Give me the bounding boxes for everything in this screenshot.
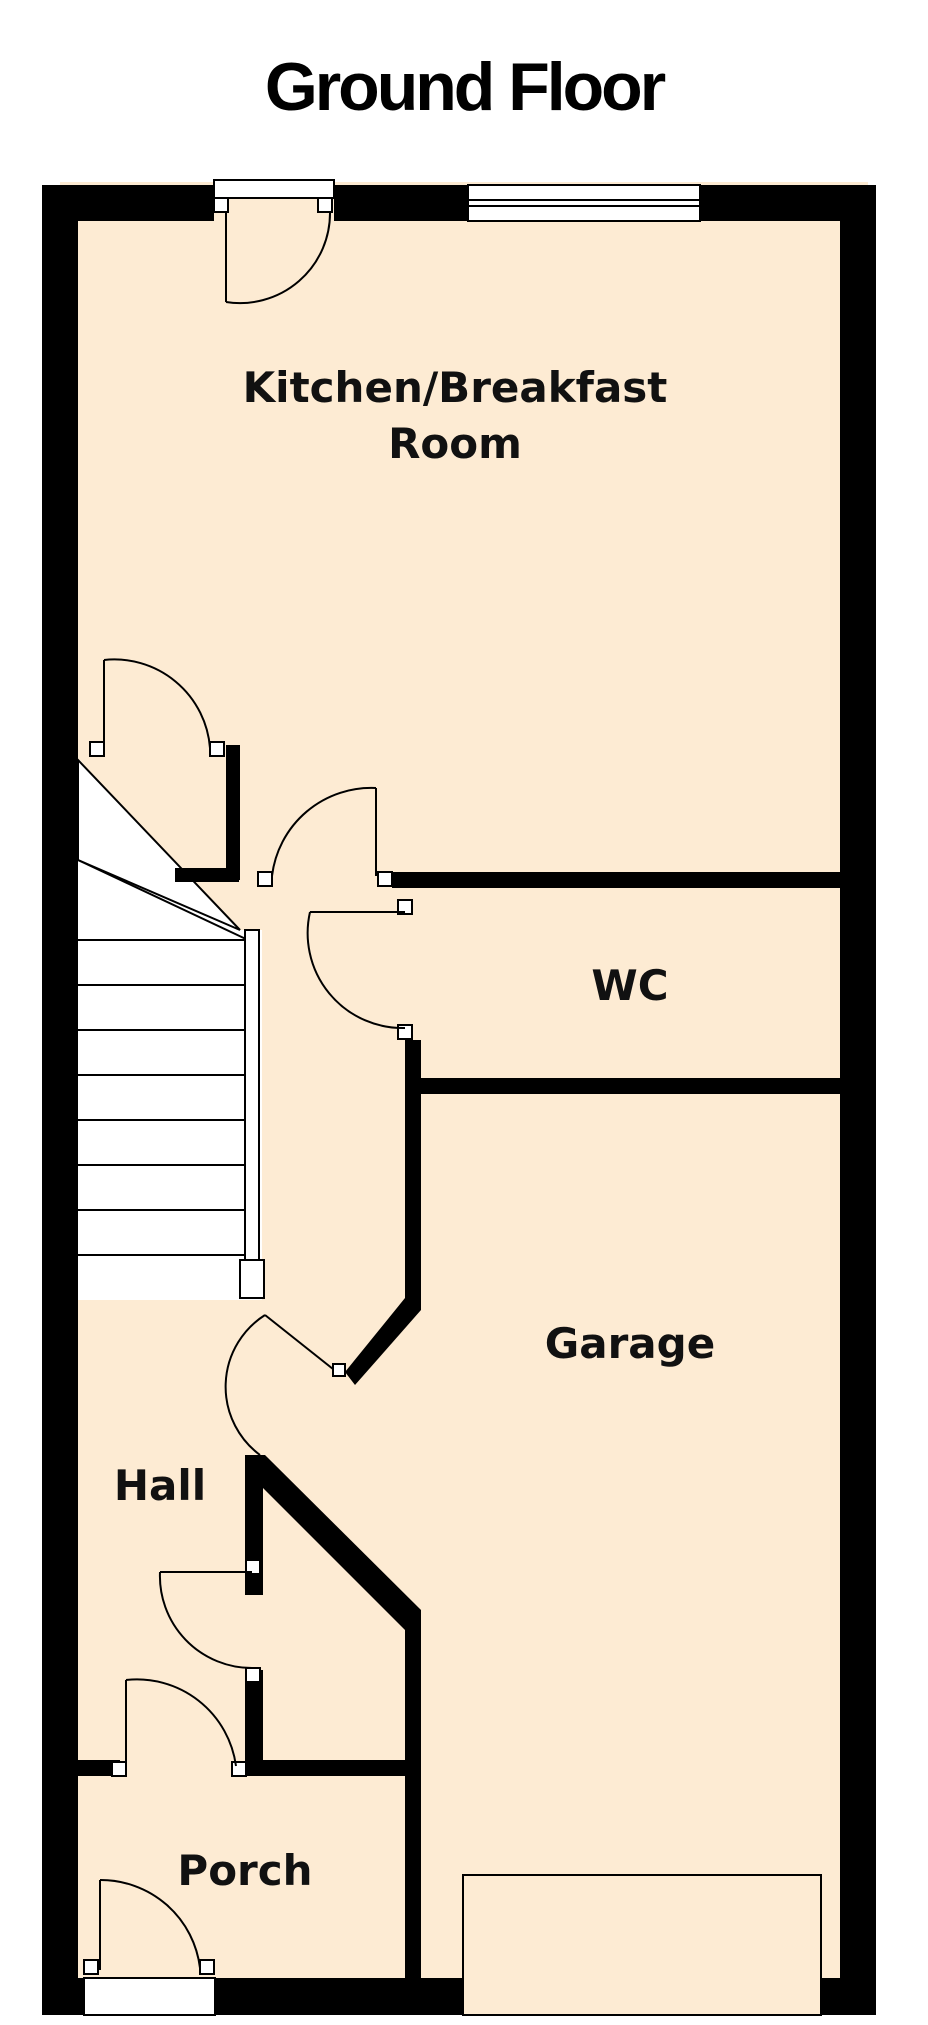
- porch-inner-door: [111, 1678, 247, 1777]
- garage-door: [462, 1874, 822, 2016]
- wc-door: [306, 899, 413, 1040]
- plan-title: Ground Floor: [264, 49, 666, 125]
- window: [467, 184, 701, 222]
- kitchen-label-line1: Kitchen/Breakfast: [243, 363, 668, 412]
- internal-walls: [78, 745, 842, 1990]
- stair-treads: [77, 859, 249, 1256]
- front-door: [83, 1878, 216, 2016]
- garage-internal-door: [224, 1314, 346, 1456]
- porch-label: Porch: [177, 1846, 312, 1895]
- wc-label: WC: [591, 961, 668, 1010]
- hall-label: Hall: [114, 1461, 206, 1510]
- stair-rail: [244, 929, 260, 1261]
- cupboard-door: [89, 658, 225, 757]
- inner-hall-door: [158, 1559, 261, 1683]
- garage-label: Garage: [545, 1319, 715, 1368]
- kitchen-label-line2: Room: [388, 419, 522, 468]
- stair-newel: [239, 1259, 265, 1299]
- kitchen-door: [257, 786, 393, 887]
- outer-walls: [42, 185, 876, 2015]
- back-door: [213, 179, 335, 305]
